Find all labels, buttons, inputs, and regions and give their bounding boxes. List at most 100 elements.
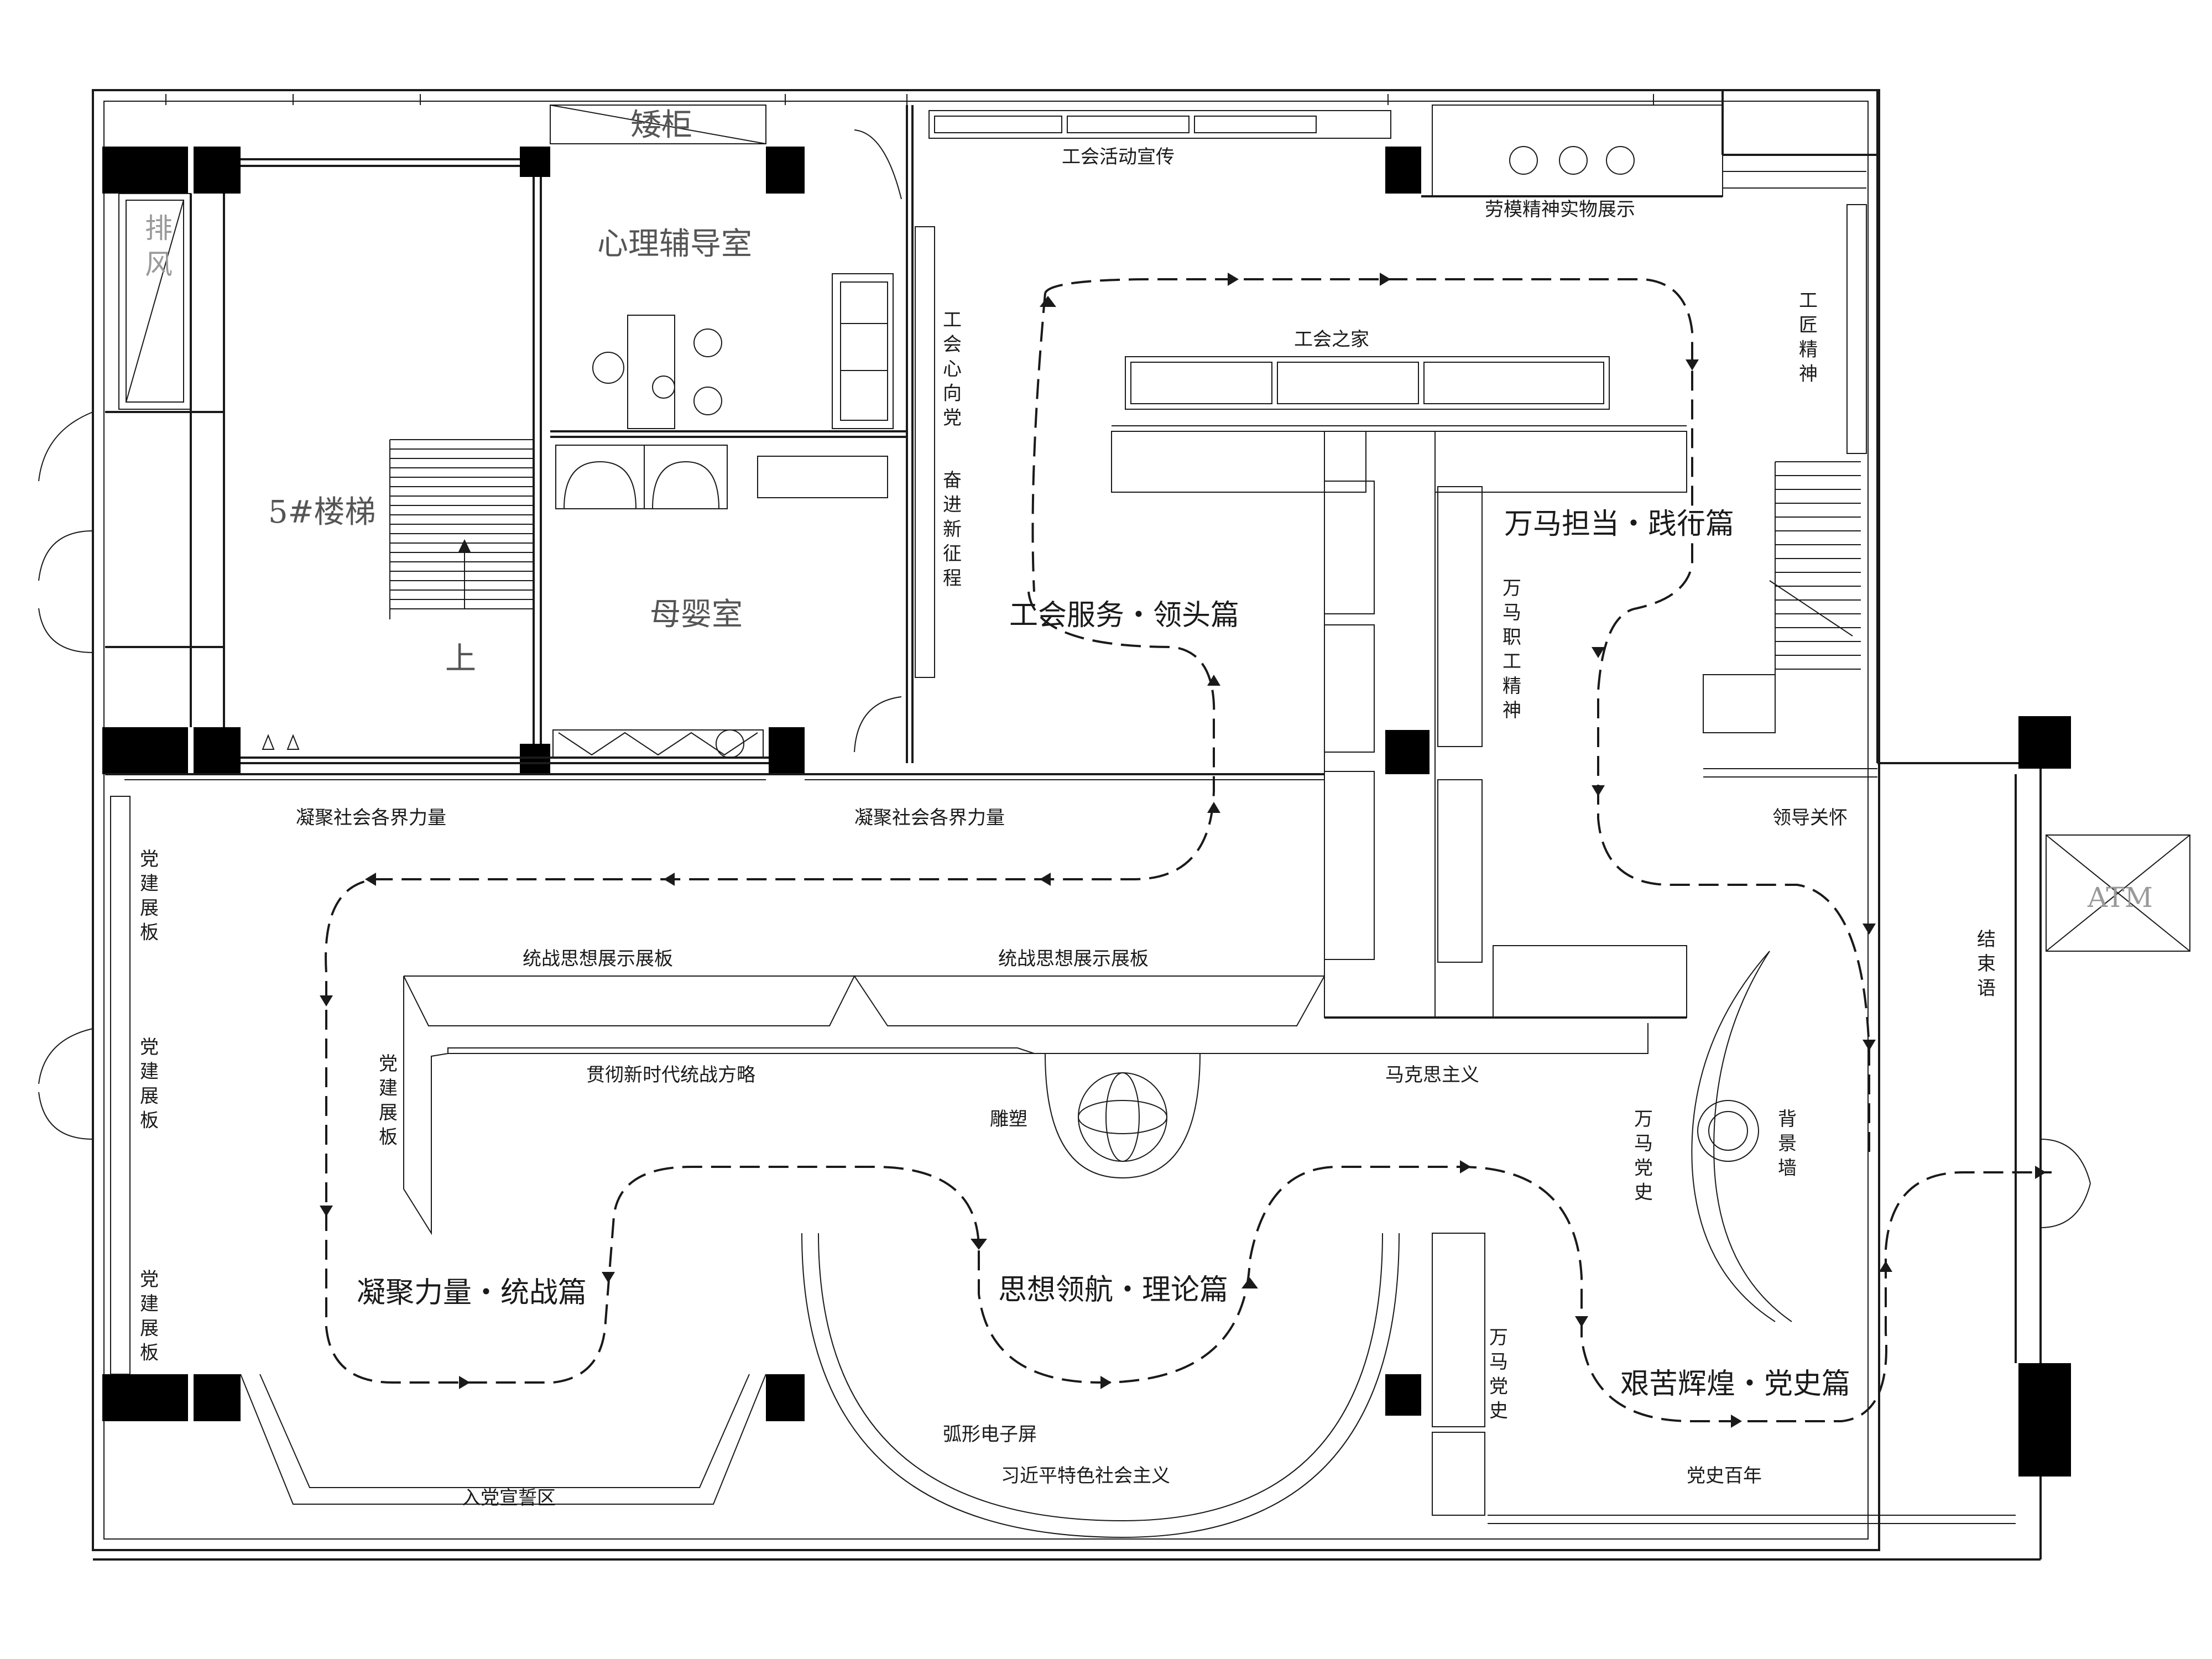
vertical-char: 建 (140, 1061, 159, 1083)
stair5-label: 5#楼梯 (268, 494, 376, 530)
model-worker-label: 劳模精神实物展示 (1485, 199, 1635, 221)
vertical-char: 万 (1503, 577, 1521, 599)
vertical-char: 背 (1778, 1108, 1797, 1130)
gather-forces-label-1: 凝聚社会各界力量 (296, 807, 446, 829)
vertical-char: 心 (943, 358, 962, 380)
rooms-block (550, 105, 914, 763)
vertical-char: 党 (1489, 1375, 1508, 1397)
door-swing (38, 1092, 93, 1140)
arrow-icon (1228, 273, 1239, 286)
arrow-icon (602, 1272, 615, 1283)
arrow-icon (971, 1239, 987, 1250)
vertical-char: 展 (140, 1317, 159, 1339)
arrow-icon (1592, 647, 1605, 658)
globe-icon (1078, 1072, 1167, 1162)
labels: 排风 5#楼梯 上 矮柜 心理辅导室 母婴室 ATM 工会活动宣传 劳模精神实物… (140, 107, 2153, 1509)
vertical-char: 程 (943, 567, 962, 589)
sculpture-label: 雕塑 (990, 1108, 1027, 1130)
vertical-char: 板 (140, 922, 159, 944)
vertical-char: 党 (140, 1036, 159, 1058)
vertical-char: 板 (140, 1342, 159, 1364)
section-theory: 思想领航・理论篇 (998, 1274, 1228, 1307)
vertical-char: 展 (140, 897, 159, 919)
tour-route (320, 273, 2052, 1428)
arrow-icon (1592, 785, 1605, 796)
section-practice: 万马担当・践行篇 (1504, 508, 1734, 541)
vertical-char: 向 (943, 383, 962, 405)
nursing-label: 母婴室 (650, 597, 743, 633)
vertical-char: 匠 (1799, 314, 1818, 336)
oath-area-label: 入党宣誓区 (462, 1487, 556, 1509)
union-heart-label: 工会心向党 (943, 309, 962, 429)
arrow-icon (1863, 924, 1876, 935)
door-swing (38, 608, 93, 653)
arrow-icon (1380, 273, 1391, 286)
stair-core (38, 158, 769, 1140)
union-home-label: 工会之家 (1294, 328, 1369, 351)
vertical-char: 展 (379, 1102, 398, 1124)
vertical-char: 新 (943, 518, 962, 540)
marxism-label: 马克思主义 (1385, 1064, 1479, 1086)
vertical-char: 党 (1634, 1157, 1653, 1179)
vertical-char: 史 (1489, 1400, 1508, 1422)
vertical-char: 会 (943, 333, 962, 356)
arrow-icon (1040, 873, 1051, 886)
vertical-char: 排 (145, 212, 173, 244)
vertical-char: 语 (1977, 977, 1996, 999)
union-activity-label: 工会活动宣传 (1062, 146, 1175, 168)
vertical-char: 进 (943, 494, 962, 516)
door-swing (38, 411, 93, 482)
arrow-icon (2035, 1166, 2046, 1179)
vertical-char: 万 (1634, 1108, 1653, 1130)
section-history: 艰苦辉煌・党史篇 (1620, 1368, 1850, 1401)
atm-label: ATM (2087, 881, 2153, 914)
vertical-char: 精 (1799, 338, 1818, 361)
vertical-char: 马 (1489, 1351, 1508, 1373)
vertical-char: 束 (1977, 953, 1996, 975)
arrow-icon (1731, 1415, 1742, 1428)
vertical-char: 建 (140, 1293, 159, 1315)
exhaust-label: 排风 (145, 212, 173, 280)
vertical-char: 工 (943, 309, 962, 331)
arrow-icon (365, 873, 376, 886)
arc-screen-label: 弧形电子屏 (943, 1423, 1037, 1446)
counseling-label: 心理辅导室 (597, 226, 752, 262)
door-swing (38, 1028, 93, 1084)
xi-socialism-label: 习近平特色社会主义 (1001, 1465, 1170, 1487)
vertical-char: 马 (1634, 1133, 1653, 1155)
vertical-char: 工 (1503, 651, 1521, 673)
arrow-icon (1040, 296, 1056, 307)
route-arrows (320, 273, 2046, 1428)
craftsman-label: 工匠精神 (1799, 290, 1818, 385)
vertical-char: 墙 (1778, 1157, 1797, 1179)
union-exhibition (915, 105, 1877, 1019)
arrow-icon (459, 1376, 470, 1389)
strive-label: 奋进新征程 (943, 469, 962, 589)
vertical-char: 精 (1503, 675, 1521, 697)
party-board-label-3: 党建展板 (140, 1269, 159, 1364)
party-board-label-2: 党建展板 (140, 1036, 159, 1132)
wanma-history-label-2: 万马党史 (1489, 1327, 1508, 1422)
door-swing (38, 530, 93, 581)
arrow-icon (1241, 1277, 1258, 1288)
vertical-char: 马 (1503, 602, 1521, 624)
arrow-icon (1100, 1376, 1112, 1389)
stair-up-arrow-icon (458, 539, 471, 553)
united-front-label-1: 统战思想展示展板 (523, 948, 673, 970)
wanma-history-label-1: 万马党史 (1634, 1108, 1653, 1204)
wanma-staff-label: 万马职工精神 (1503, 577, 1521, 722)
vertical-char: 结 (1977, 928, 1996, 951)
section-service: 工会服务・领头篇 (1009, 599, 1239, 632)
outer-walls (92, 89, 2042, 1561)
vertical-char: 神 (1799, 363, 1818, 385)
vertical-char: 风 (145, 248, 173, 280)
section-united: 凝聚力量・统战篇 (357, 1276, 587, 1310)
right-stair-treads (1769, 461, 1861, 733)
vertical-char: 建 (379, 1077, 398, 1099)
conclusion-label: 结束语 (1977, 928, 1996, 999)
century-label: 党史百年 (1687, 1465, 1762, 1487)
arrow-icon (320, 995, 333, 1006)
vertical-char: 征 (943, 543, 962, 565)
party-board-label-1: 党建展板 (140, 848, 159, 944)
vertical-char: 党 (140, 1269, 159, 1291)
